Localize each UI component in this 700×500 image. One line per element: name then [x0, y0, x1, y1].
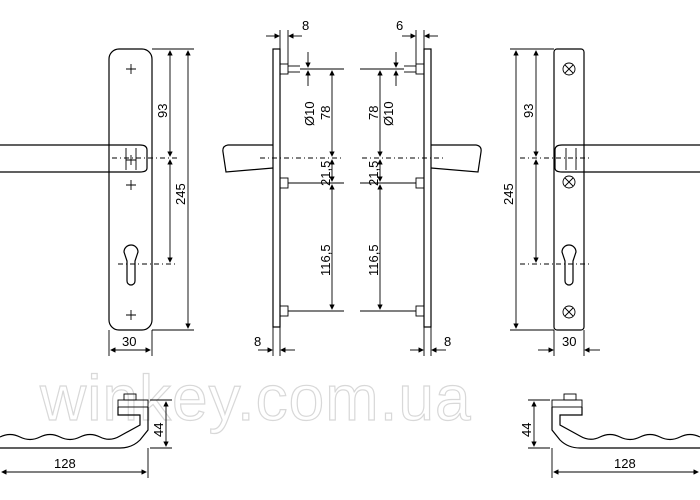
dim-78: 78: [318, 106, 333, 120]
backplate-outline: [108, 48, 153, 331]
plate-profile: [423, 48, 432, 328]
backplate-outline: [553, 48, 585, 331]
watermark: winkey.com.ua: [39, 362, 472, 434]
dim-d10: Ø10: [302, 101, 317, 126]
cylinder-hole: [123, 244, 139, 286]
dim-93: 93: [521, 104, 536, 118]
plan-view-left: 44 128: [0, 393, 172, 478]
dim-8-bottom: 8: [254, 334, 261, 349]
lever-stub: [430, 144, 482, 173]
front-view-right: 245 93 30: [501, 48, 700, 356]
dim-93: 93: [155, 104, 170, 118]
front-view-left: 93 245 30: [0, 48, 194, 356]
dim-78: 78: [366, 106, 381, 120]
plate-profile: [272, 48, 281, 328]
lever-profile: [559, 407, 700, 441]
dim-44: 44: [151, 423, 166, 437]
screw-marks: [126, 64, 136, 320]
lever-stub: [222, 144, 274, 173]
side-view-right: 6 Ø10 78 21,5 116,5 8: [360, 18, 482, 356]
dim-245: 245: [173, 183, 188, 205]
dim-116-5: 116,5: [318, 244, 333, 276]
plan-view-right: 44 128: [519, 393, 700, 478]
dim-d10: Ø10: [381, 101, 396, 126]
lever-handle: [0, 144, 148, 173]
cylinder-hole: [561, 244, 577, 286]
screw-rosettes: [562, 62, 576, 319]
dim-44: 44: [519, 423, 534, 437]
dim-21-5: 21,5: [318, 161, 333, 186]
dim-128: 128: [614, 456, 636, 471]
dim-116-5: 116,5: [366, 244, 381, 276]
side-view-left: 8 Ø10 78 21,5 116,5 8: [222, 18, 344, 356]
dim-8-bottom: 8: [444, 334, 451, 349]
dim-30: 30: [562, 334, 576, 349]
dim-245: 245: [501, 183, 516, 205]
lever-handle: [554, 144, 700, 173]
dim-128: 128: [54, 456, 76, 471]
dim-6-top: 6: [396, 18, 403, 33]
dim-21-5: 21,5: [366, 161, 381, 186]
dim-30: 30: [122, 334, 136, 349]
dim-8-top: 8: [302, 18, 309, 33]
lever-profile: [0, 407, 141, 441]
